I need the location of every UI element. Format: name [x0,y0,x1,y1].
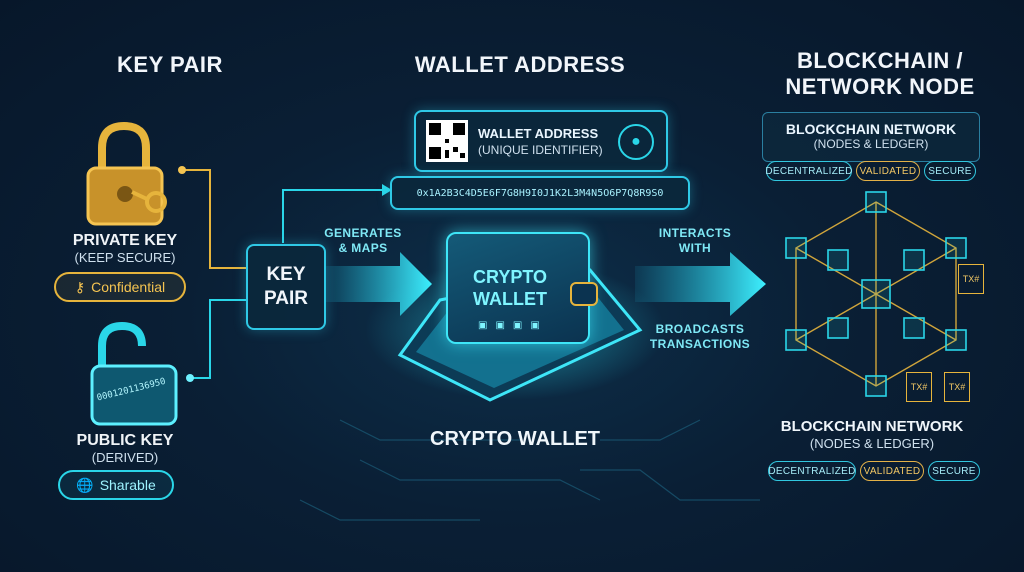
crypto-wallet-caption: CRYPTO WALLET [430,428,600,450]
wallet-mini-icons: ▣▣▣▣ [478,320,548,331]
crypto-wallet-label: CRYPTO WALLET [472,267,547,309]
blockchain-network-graphic [785,191,967,397]
key-pair-box: KEY PAIR [246,244,326,330]
key-pair-box-label: KEY PAIR [264,264,308,309]
tag-validated-top: VALIDATED [856,161,920,181]
qr-code-icon [426,120,468,162]
key-icon [131,190,167,213]
wallet-address-card-title: WALLET ADDRESS [478,126,599,141]
broadcasts-transactions-label: BROADCASTS TRANSACTIONS [649,322,751,351]
wallet-address-value: 0x1A2B3C4D5E6F7G8H9I0J1K2L3M4N5O6P7Q8R9S… [416,187,664,199]
tag-decentralized-bottom: DECENTRALIZED [768,461,856,481]
private-key-subtitle: (KEEP SECURE) [74,250,176,265]
tag-validated-bottom: VALIDATED [860,461,924,481]
crypto-wallet-graphic: CRYPTO WALLET ▣▣▣▣ [446,232,598,344]
tag-secure-top: SECURE [924,161,976,181]
wallet-address-heading: WALLET ADDRESS [414,52,626,77]
network-bottom-title: BLOCKCHAIN NETWORK [780,418,964,435]
tx-document-icon: TX# [958,264,984,294]
wallet-address-card: WALLET ADDRESS (UNIQUE IDENTIFIER) ● [414,110,668,172]
confidential-badge: ⚷ Confidential [54,272,186,302]
padlock-closed-icon [86,121,167,226]
key-pair-heading: KEY PAIR [117,52,223,77]
network-top-title: BLOCKCHAIN NETWORK [785,121,957,137]
tx-document-icon: TX# [944,372,970,402]
sharable-badge-label: Sharable [99,477,156,493]
globe-icon: 🌐 [76,476,94,493]
tx-document-icon: TX# [906,372,932,402]
confidential-badge-label: Confidential [91,279,166,295]
key-icon: ⚷ [74,278,86,295]
padlock-open-icon [90,321,178,426]
wallet-clasp-icon [570,282,598,306]
blockchain-heading: BLOCKCHAIN / NETWORK NODE [785,48,975,99]
generates-maps-label: GENERATES & MAPS [324,226,402,255]
network-bottom-subtitle: (NODES & LEDGER) [809,436,935,451]
tag-decentralized-top: DECENTRALIZED [765,161,852,181]
network-top-subtitle: (NODES & LEDGER) [813,137,929,151]
wallet-address-field[interactable]: 0x1A2B3C4D5E6F7G8H9I0J1K2L3M4N5O6P7Q8R9S… [390,176,690,210]
public-key-title: PUBLIC KEY [76,432,174,449]
tag-secure-bottom: SECURE [928,461,980,481]
user-avatar-icon: ● [618,124,654,160]
public-key-subtitle: (DERIVED) [91,450,159,465]
wallet-address-card-subtitle: (UNIQUE IDENTIFIER) [478,143,603,157]
private-key-title: PRIVATE KEY [72,232,178,249]
network-top-card: BLOCKCHAIN NETWORK (NODES & LEDGER) [762,112,980,162]
sharable-badge: 🌐 Sharable [58,470,174,500]
interacts-with-label: INTERACTS WITH [658,226,732,255]
